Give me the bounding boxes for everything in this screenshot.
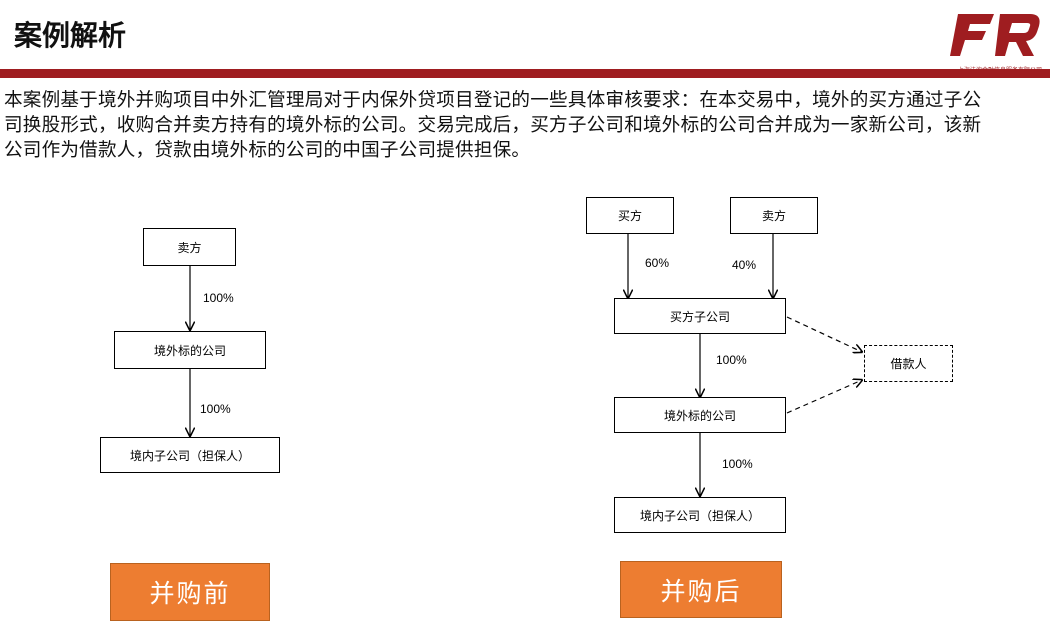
dashed-arrow-target-to-borrower bbox=[786, 380, 862, 414]
before-pct-seller-target: 100% bbox=[203, 291, 234, 305]
after-target-box: 境外标的公司 bbox=[614, 397, 786, 433]
after-domestic-box: 境内子公司（担保人） bbox=[614, 497, 786, 533]
before-domestic-box: 境内子公司（担保人） bbox=[100, 437, 280, 473]
after-seller-box: 卖方 bbox=[730, 197, 818, 234]
page-title: 案例解析 bbox=[14, 19, 127, 52]
dashed-arrow-sub-to-borrower bbox=[786, 316, 862, 352]
fr-logo-icon bbox=[950, 14, 1040, 56]
after-pct-sub-target: 100% bbox=[716, 353, 747, 367]
after-pct-buyer: 60% bbox=[645, 256, 670, 270]
stage-label-before: 并购前 bbox=[110, 563, 270, 621]
after-borrower-box: 借款人 bbox=[864, 345, 953, 382]
after-buyer-sub-box: 买方子公司 bbox=[614, 298, 786, 334]
before-target-box: 境外标的公司 bbox=[114, 331, 266, 369]
header-divider bbox=[0, 69, 1050, 78]
after-pct-target-domestic: 100% bbox=[722, 457, 753, 471]
before-pct-target-domestic: 100% bbox=[200, 402, 231, 416]
before-seller-box: 卖方 bbox=[143, 228, 236, 266]
after-pct-seller: 40% bbox=[732, 258, 757, 272]
after-buyer-box: 买方 bbox=[586, 197, 674, 234]
intro-paragraph: 本案例基于境外并购项目中外汇管理局对于内保外贷项目登记的一些具体审核要求：在本交… bbox=[4, 90, 982, 161]
stage-label-after: 并购后 bbox=[620, 561, 782, 618]
